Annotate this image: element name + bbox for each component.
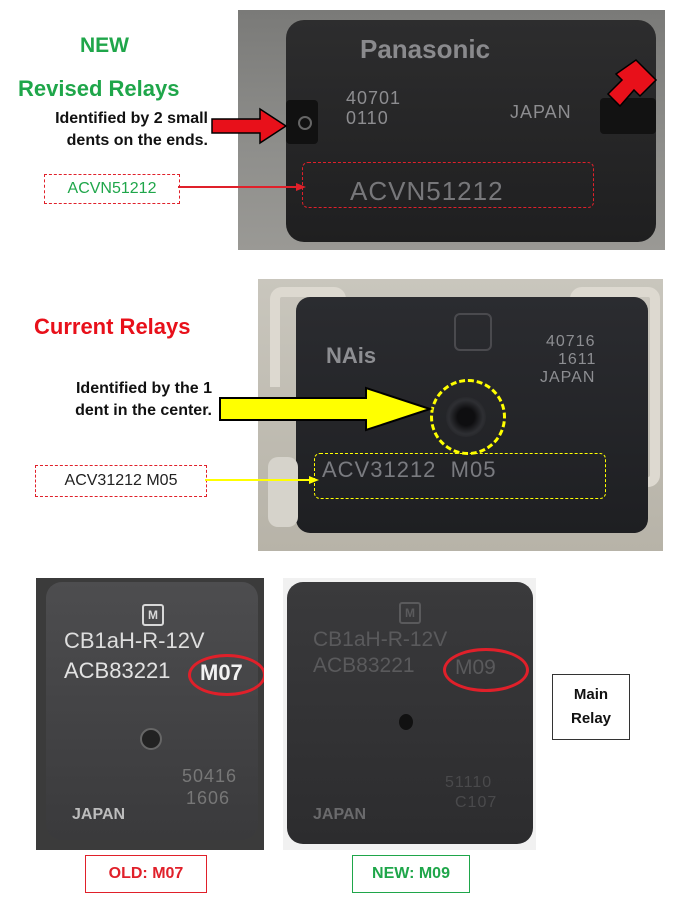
- brand-stamp: Panasonic: [360, 34, 491, 64]
- revised-note: Identified by 2 small dents on the ends.: [26, 108, 208, 152]
- main-relay-caption-line2: Relay: [570, 710, 612, 727]
- revised-part-number-box: ACVN51212: [44, 174, 180, 204]
- version-highlight-circle: [443, 648, 529, 692]
- brand-stamp: NAis: [326, 343, 377, 368]
- part-stamp: ACVN51212: [350, 176, 504, 206]
- dent-highlight-circle: [430, 379, 506, 455]
- origin-stamp: JAPAN: [72, 806, 126, 823]
- current-note: Identified by the 1 dent in the center.: [50, 378, 212, 422]
- panasonic-relay-photo: Panasonic 40701 0110 JAPAN ACVN51212: [238, 10, 665, 250]
- revised-note-line2: dents on the ends.: [66, 132, 208, 149]
- current-relays-title: Current Relays: [34, 314, 191, 339]
- revised-relays-title: Revised Relays: [18, 76, 180, 101]
- part-highlight-box: [314, 453, 606, 499]
- main-relay-caption-line1: Main: [573, 686, 609, 703]
- m-logo-icon: M: [142, 604, 164, 626]
- part-stamp: ACB83221: [64, 658, 171, 683]
- origin-stamp: JAPAN: [313, 806, 367, 823]
- right-red-arrow-icon: [606, 59, 658, 108]
- code-stamp-2: 0110: [346, 108, 389, 128]
- origin-stamp: JAPAN: [510, 102, 572, 122]
- part-highlight-box: [302, 162, 594, 208]
- top-notch: [454, 313, 492, 351]
- old-version-label: OLD: M07: [85, 855, 207, 893]
- dent-circle: [298, 116, 312, 130]
- origin-stamp: JAPAN: [540, 369, 596, 386]
- part-stamp: ACB83221: [313, 654, 415, 677]
- code-stamp-2: 1611: [558, 351, 597, 368]
- part-connector-line: [178, 183, 306, 191]
- old-main-relay-photo: M CB1aH-R-12V ACB83221 M07 50416 1606 JA…: [36, 578, 264, 850]
- code-stamp-1: 51110: [445, 774, 493, 791]
- part-stamp: ACV31212 M05: [322, 457, 497, 482]
- main-relay-caption: Main Relay: [552, 674, 630, 740]
- relay-leg: [268, 457, 298, 527]
- code-stamp-1: 50416: [182, 766, 238, 786]
- m-logo-icon: M: [399, 602, 421, 624]
- right-dent: [600, 98, 656, 134]
- revised-note-line1: Identified by 2 small: [55, 110, 208, 127]
- version-highlight-circle: [188, 654, 264, 696]
- code-stamp-1: 40716: [546, 333, 596, 350]
- code-stamp-2: 1606: [186, 788, 231, 808]
- relay-body: [286, 20, 656, 242]
- code-stamp-2: C107: [455, 794, 498, 811]
- new-heading: NEW: [80, 34, 129, 57]
- new-version-label: NEW: M09: [352, 855, 470, 893]
- yellow-connector-line: [205, 476, 319, 484]
- code-stamp-1: 40701: [346, 88, 402, 108]
- new-main-relay-photo: M CB1aH-R-12V ACB83221 M09 51110 C107 JA…: [283, 578, 536, 850]
- model-stamp: CB1aH-R-12V: [313, 628, 448, 651]
- yellow-arrow-icon: [219, 386, 434, 432]
- relay-body: [287, 582, 533, 844]
- current-note-line1: Identified by the 1: [75, 380, 212, 397]
- left-red-arrow-icon: [211, 107, 288, 145]
- center-dent: [140, 728, 162, 750]
- current-note-line2: dent in the center.: [75, 402, 212, 419]
- current-part-number-box: ACV31212 M05: [35, 465, 207, 497]
- center-dent: [399, 714, 413, 730]
- model-stamp: CB1aH-R-12V: [64, 628, 205, 653]
